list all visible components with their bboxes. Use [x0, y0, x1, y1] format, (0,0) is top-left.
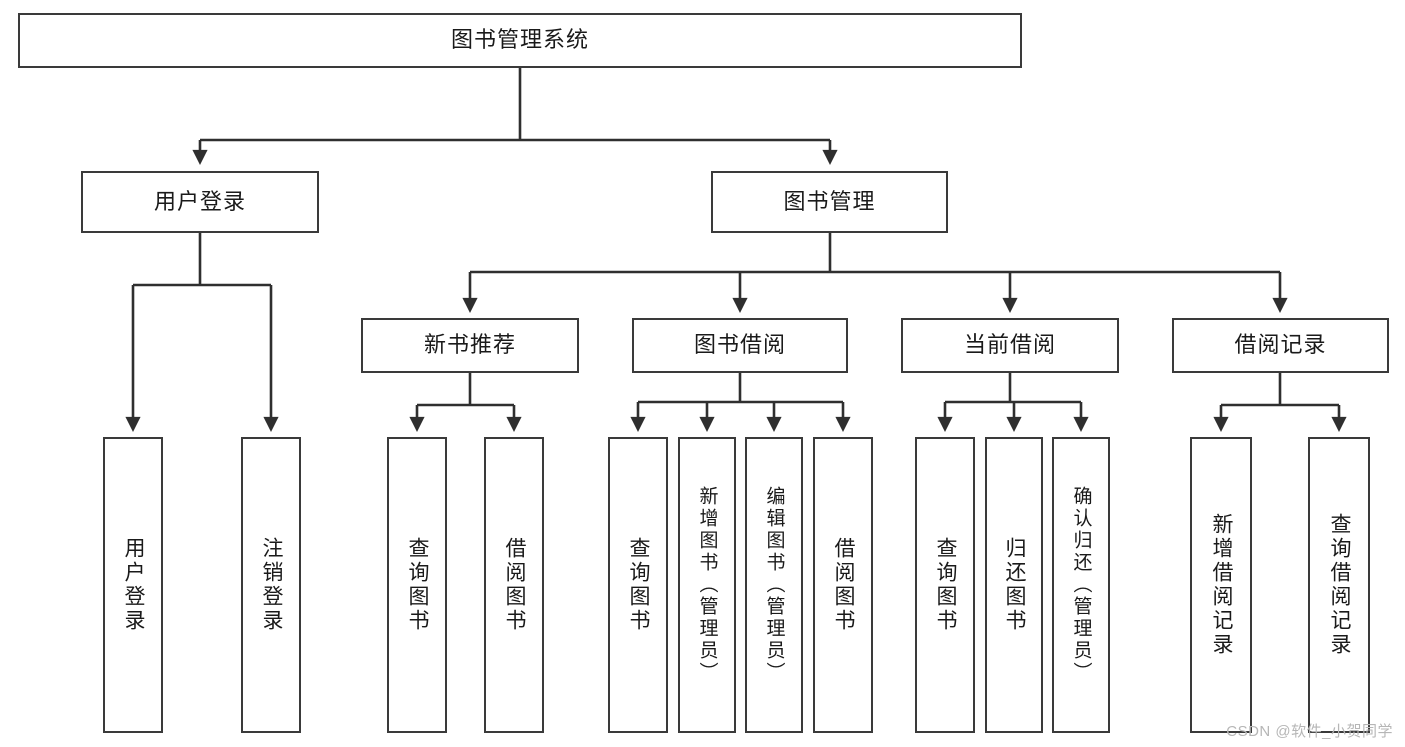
node-leaf-query-borrow-record[interactable]: 查询借阅记录: [1308, 437, 1370, 733]
node-leaf-edit-book-label: 编辑图书（管理员）: [763, 486, 785, 684]
node-leaf-query-book-current[interactable]: 查询图书: [915, 437, 975, 733]
node-leaf-confirm-return[interactable]: 确认归还（管理员）: [1052, 437, 1110, 733]
node-new-book-recommend[interactable]: 新书推荐: [361, 318, 579, 373]
node-leaf-query-borrow-record-label: 查询借阅记录: [1328, 513, 1351, 657]
node-leaf-query-book-recommend[interactable]: 查询图书: [387, 437, 447, 733]
node-leaf-query-book-current-label: 查询图书: [934, 537, 957, 633]
node-borrow-records[interactable]: 借阅记录: [1172, 318, 1389, 373]
node-leaf-borrow-book-recommend-label: 借阅图书: [503, 537, 526, 633]
node-leaf-user-login[interactable]: 用户登录: [103, 437, 163, 733]
node-root-system[interactable]: 图书管理系统: [18, 13, 1022, 68]
node-book-management-label: 图书管理: [783, 188, 876, 214]
node-leaf-borrow-book-recommend[interactable]: 借阅图书: [484, 437, 544, 733]
node-leaf-add-book-label: 新增图书（管理员）: [696, 486, 718, 684]
node-book-borrow[interactable]: 图书借阅: [632, 318, 848, 373]
node-leaf-query-book-recommend-label: 查询图书: [406, 537, 429, 633]
node-user-login[interactable]: 用户登录: [81, 171, 319, 233]
node-leaf-query-book-borrow-label: 查询图书: [627, 537, 650, 633]
node-book-borrow-label: 图书借阅: [693, 332, 786, 358]
node-leaf-edit-book[interactable]: 编辑图书（管理员）: [745, 437, 803, 733]
node-leaf-confirm-return-label: 确认归还（管理员）: [1070, 486, 1092, 684]
node-user-login-label: 用户登录: [153, 188, 246, 214]
node-current-borrow-label: 当前借阅: [963, 332, 1056, 358]
node-leaf-user-login-label: 用户登录: [122, 537, 145, 633]
node-leaf-borrow-book[interactable]: 借阅图书: [813, 437, 873, 733]
node-book-management[interactable]: 图书管理: [711, 171, 948, 233]
node-leaf-add-book[interactable]: 新增图书（管理员）: [678, 437, 736, 733]
node-leaf-return-book[interactable]: 归还图书: [985, 437, 1043, 733]
node-leaf-add-borrow-record[interactable]: 新增借阅记录: [1190, 437, 1252, 733]
csdn-watermark: CSDN @软件_小贺同学: [1226, 723, 1393, 740]
node-root-label: 图书管理系统: [450, 27, 589, 53]
node-leaf-query-book-borrow[interactable]: 查询图书: [608, 437, 668, 733]
node-current-borrow[interactable]: 当前借阅: [901, 318, 1119, 373]
node-leaf-logout-label: 注销登录: [260, 537, 283, 633]
node-leaf-logout[interactable]: 注销登录: [241, 437, 301, 733]
node-leaf-return-book-label: 归还图书: [1003, 537, 1026, 633]
node-leaf-borrow-book-label: 借阅图书: [832, 537, 855, 633]
node-borrow-records-label: 借阅记录: [1234, 332, 1327, 358]
node-leaf-add-borrow-record-label: 新增借阅记录: [1210, 513, 1233, 657]
node-new-book-recommend-label: 新书推荐: [423, 332, 516, 358]
